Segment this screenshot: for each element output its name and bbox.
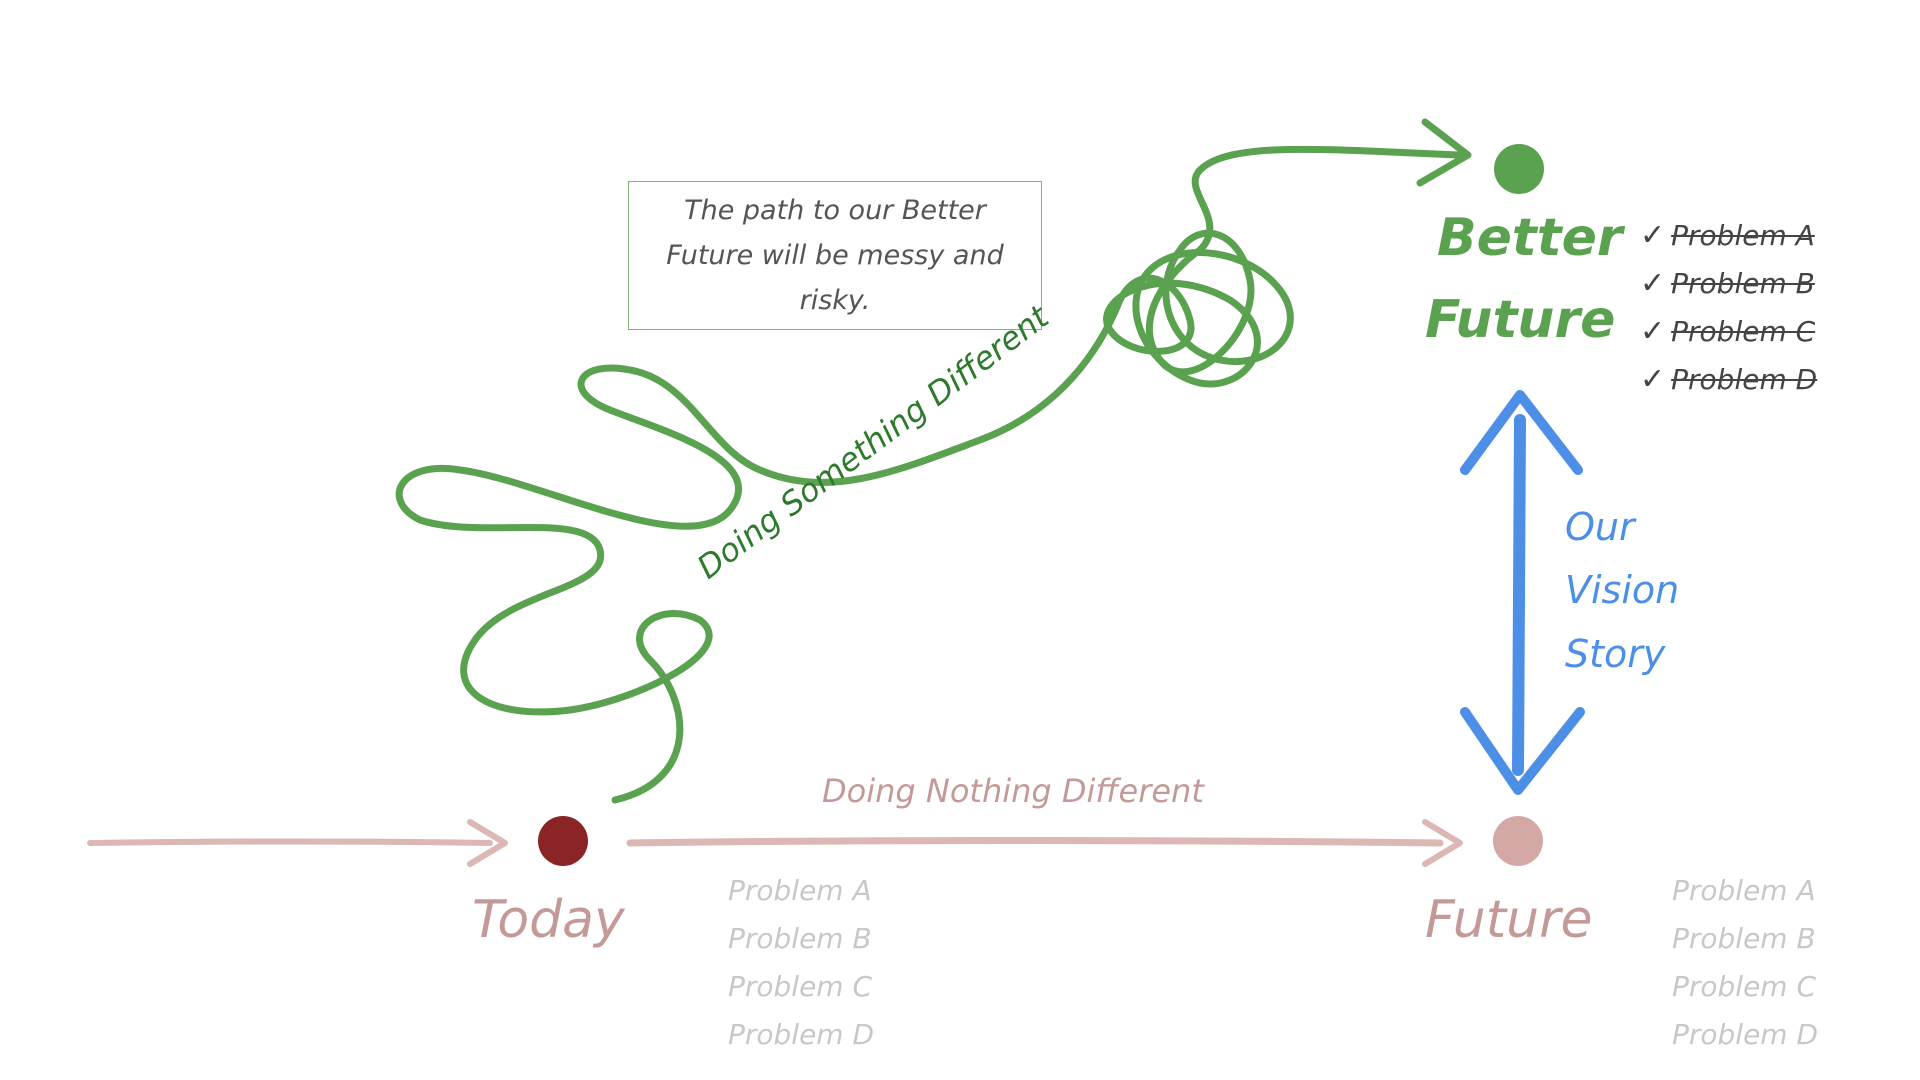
- lead-in-line: [87, 838, 493, 846]
- future-label: Future: [1425, 890, 1593, 950]
- solved-problem-text: Problem A: [1671, 219, 1815, 252]
- doing-nothing-line: [626, 837, 1444, 847]
- better-future-dot: [1494, 144, 1544, 194]
- future-problem-item: Problem C: [1672, 970, 1817, 1003]
- vision-story-label-line1: Our: [1565, 505, 1635, 549]
- solved-problem-item: ✓Problem B: [1640, 260, 1817, 308]
- vision-story-label-line2: Vision: [1565, 568, 1680, 612]
- vision-story-label-line3: Story: [1565, 632, 1666, 676]
- solved-problem-text: Problem B: [1671, 267, 1815, 300]
- vision-arrow-shaft: [1512, 414, 1526, 776]
- check-icon: ✓: [1640, 218, 1666, 253]
- solved-problem-item: ✓Problem C: [1640, 308, 1817, 356]
- solved-problem-text: Problem D: [1671, 363, 1818, 396]
- future-problem-list: Problem A Problem B Problem C Problem D: [1672, 867, 1818, 1059]
- vision-arrow-down-head: [1460, 707, 1585, 795]
- future-problem-item: Problem D: [1672, 1018, 1819, 1051]
- solved-problem-item: ✓Problem D: [1640, 356, 1817, 404]
- check-icon: ✓: [1640, 266, 1666, 301]
- messy-path-note: The path to our Better Future will be me…: [628, 181, 1042, 330]
- check-icon: ✓: [1640, 362, 1666, 397]
- messy-path-arrowhead: [1416, 118, 1472, 187]
- future-problem-item: Problem A: [1672, 874, 1816, 907]
- today-problem-item: Problem B: [728, 922, 872, 955]
- today-problem-item: Problem A: [728, 874, 872, 907]
- solved-problem-text: Problem C: [1671, 315, 1816, 348]
- today-problem-item: Problem D: [728, 1018, 875, 1051]
- doing-nothing-label: Doing Nothing Different: [822, 772, 1204, 810]
- today-dot: [538, 816, 588, 866]
- future-dot: [1493, 816, 1543, 866]
- today-label: Today: [472, 890, 625, 950]
- better-future-label-line1: Better: [1437, 208, 1623, 268]
- messy-path: [395, 145, 1464, 804]
- today-problem-item: Problem C: [728, 970, 873, 1003]
- vision-arrow-up-head: [1460, 390, 1583, 475]
- today-problem-list: Problem A Problem B Problem C Problem D: [728, 867, 874, 1059]
- doing-nothing-arrowhead: [1422, 819, 1463, 867]
- lead-in-arrowhead: [467, 819, 508, 867]
- better-future-label-line2: Future: [1425, 290, 1616, 350]
- better-future-problem-list: ✓Problem A ✓Problem B ✓Problem C ✓Proble…: [1640, 212, 1817, 404]
- future-problem-item: Problem B: [1672, 922, 1816, 955]
- solved-problem-item: ✓Problem A: [1640, 212, 1817, 260]
- check-icon: ✓: [1640, 314, 1666, 349]
